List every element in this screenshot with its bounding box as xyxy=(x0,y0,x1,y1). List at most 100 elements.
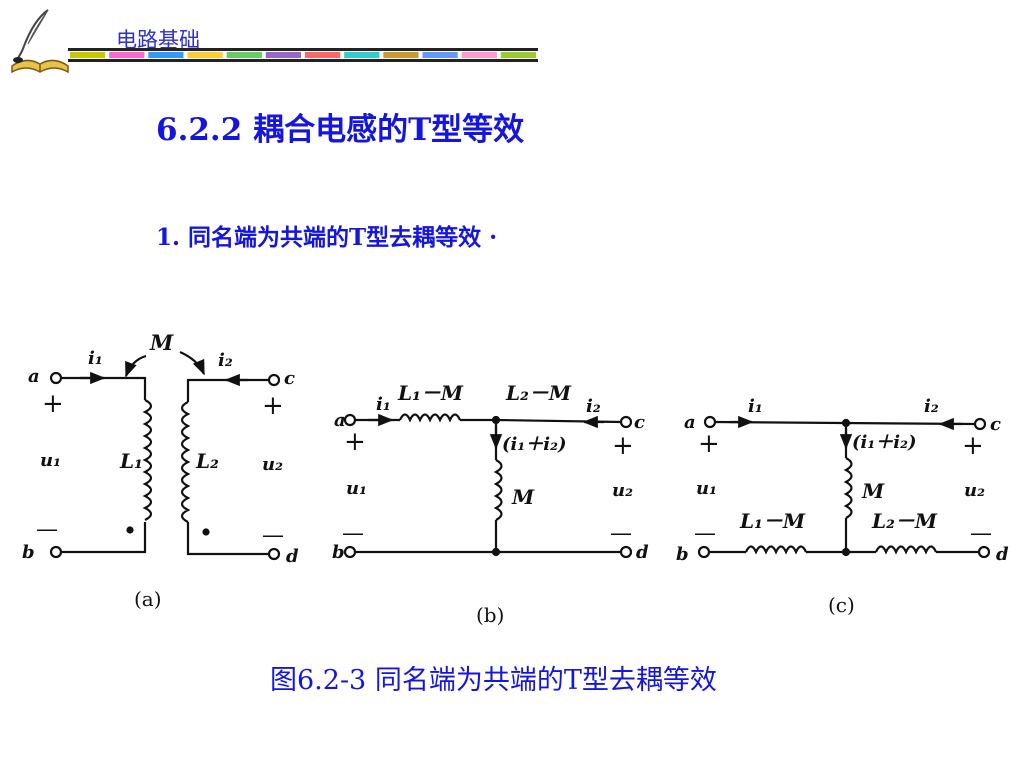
minus-left: — xyxy=(36,517,58,542)
wire xyxy=(186,378,269,402)
circuit-a xyxy=(49,350,281,561)
circuit-c-labels: a b c d i₁ i₂ (i₁＋i₂) M L₁－M L₂－M + + u₁… xyxy=(676,396,1009,617)
circuit-b xyxy=(343,413,633,559)
mutual-arrow-right xyxy=(179,350,206,376)
subtitle: 1. 同名端为共端的T型去耦等效 · xyxy=(156,224,498,251)
bottom-right-inductor-label: L₂－M xyxy=(871,509,938,533)
minus-left: — xyxy=(342,521,364,546)
figure-b-label: (b) xyxy=(476,603,504,627)
node-a-label: a xyxy=(28,366,40,387)
bar-segment xyxy=(187,52,223,58)
bar-segment xyxy=(383,52,419,58)
node-b-label: b xyxy=(332,542,345,563)
i2-label: i₂ xyxy=(218,350,233,371)
u2-label: u₂ xyxy=(612,480,633,501)
shunt-inductor-label: M xyxy=(861,479,885,503)
terminal-c xyxy=(619,415,633,429)
inductor-L1 xyxy=(142,399,153,521)
circuit-c xyxy=(697,415,991,559)
terminal-a xyxy=(343,413,357,427)
L1-label: L₁ xyxy=(119,449,143,473)
terminal-d xyxy=(977,545,991,559)
u1-label: u₁ xyxy=(346,478,367,499)
inductor-L2 xyxy=(180,401,191,523)
node-d-label: d xyxy=(286,546,299,567)
minus-right: — xyxy=(970,521,992,546)
inductor-L2-minus-M xyxy=(874,545,938,555)
u2-label: u₂ xyxy=(964,480,985,501)
circuit-a-labels: a b c d i₁ i₂ M + + u₁ u₂ L₁ L₂ — — (a) xyxy=(22,330,299,611)
terminal-a xyxy=(703,415,717,429)
junction-top xyxy=(841,418,851,428)
shunt-current-label: (i₁＋i₂) xyxy=(502,434,566,455)
inductor-M xyxy=(843,457,853,519)
top-left-inductor-label: L₁－M xyxy=(397,381,464,405)
mutual-arrow-left xyxy=(124,354,147,378)
node-d-label: d xyxy=(636,542,649,563)
plus-right: + xyxy=(962,431,984,461)
u1-label: u₁ xyxy=(40,450,61,471)
dot-L1 xyxy=(126,526,134,534)
i2-label: i₂ xyxy=(586,396,601,417)
i1-label: i₁ xyxy=(748,396,763,417)
plus-left: + xyxy=(698,429,720,459)
wire xyxy=(61,376,147,400)
bar-segment xyxy=(305,52,341,58)
inductor-L1-minus-M xyxy=(398,413,462,423)
junction-top xyxy=(491,415,501,425)
header-color-bar xyxy=(68,48,538,62)
u1-label: u₁ xyxy=(696,478,717,499)
mutual-label: M xyxy=(149,330,174,355)
minus-right: — xyxy=(262,523,284,548)
bar-segment xyxy=(344,52,380,58)
bar-segment xyxy=(109,52,145,58)
terminal-a xyxy=(49,371,63,385)
plus-right: + xyxy=(612,431,634,461)
node-a-label: a xyxy=(684,412,696,433)
wire xyxy=(186,522,269,556)
shunt-current-label: (i₁＋i₂) xyxy=(852,432,916,453)
terminal-d xyxy=(619,545,633,559)
plus-left: + xyxy=(42,389,64,419)
bar-segment xyxy=(461,52,497,58)
bottom-left-inductor-label: L₁－M xyxy=(739,509,806,533)
node-c-label: c xyxy=(990,414,1001,435)
book-quill-icon xyxy=(11,9,69,74)
terminal-b xyxy=(697,545,711,559)
figure-a-label: (a) xyxy=(134,587,162,611)
wire xyxy=(61,522,147,554)
section-title: 6.2.2 耦合电感的T型等效 xyxy=(156,112,525,148)
terminal-c xyxy=(973,417,987,431)
i1-label: i₁ xyxy=(88,348,103,369)
bar-segment xyxy=(500,52,536,58)
minus-right: — xyxy=(610,521,632,546)
node-b-label: b xyxy=(22,542,35,563)
bar-segment xyxy=(148,52,184,58)
bar-segment xyxy=(265,52,301,58)
node-a-label: a xyxy=(334,410,346,431)
minus-left: — xyxy=(694,521,716,546)
junction-bottom xyxy=(491,547,501,557)
inductor-L1-minus-M xyxy=(744,545,808,555)
terminal-d xyxy=(267,547,281,561)
inductor-M xyxy=(493,459,503,521)
dot-L2 xyxy=(202,528,210,536)
terminal-b xyxy=(49,545,63,559)
circuit-diagrams: a b c d i₁ i₂ M + + u₁ u₂ L₁ L₂ — — (a) xyxy=(22,330,1009,627)
terminal-c xyxy=(267,373,281,387)
i1-label: i₁ xyxy=(376,394,391,415)
node-b-label: b xyxy=(676,544,689,565)
top-right-inductor-label: L₂－M xyxy=(505,381,572,405)
bar-segment xyxy=(70,52,106,58)
circuit-b-labels: a b c d i₁ i₂ L₁－M L₂－M (i₁＋i₂) M + + u₁… xyxy=(332,381,649,627)
plus-left: + xyxy=(344,427,366,457)
node-c-label: c xyxy=(284,368,295,389)
figure-caption: 图6.2-3 同名端为共端的T型去耦等效 xyxy=(270,665,717,696)
i2-label: i₂ xyxy=(924,396,939,417)
node-d-label: d xyxy=(996,544,1009,565)
junction-bottom xyxy=(841,547,851,557)
bar-segment xyxy=(226,52,262,58)
shunt-inductor-label: M xyxy=(511,485,535,509)
plus-right: + xyxy=(262,391,284,421)
node-c-label: c xyxy=(634,412,645,433)
